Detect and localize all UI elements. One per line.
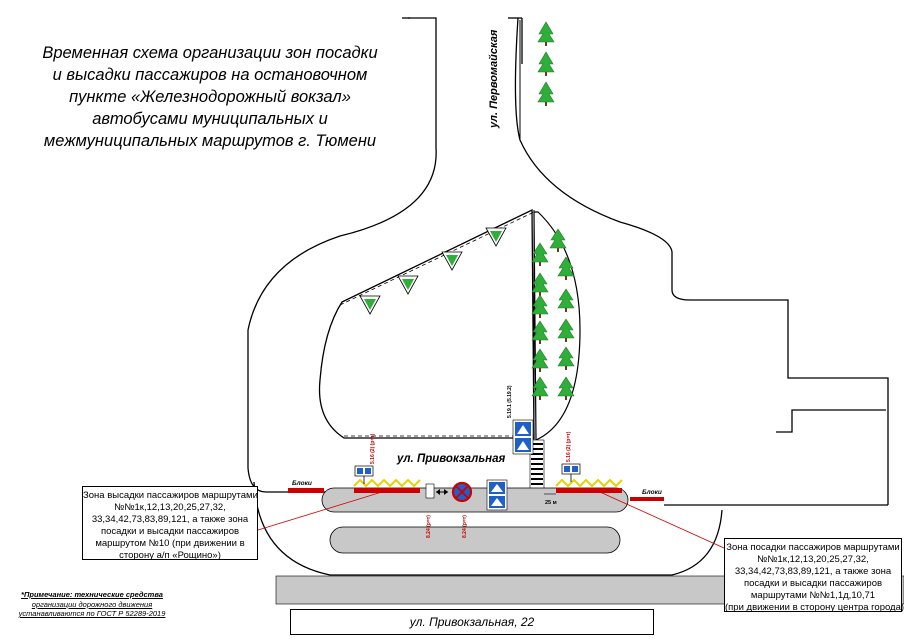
trees-island [531,228,575,400]
pedestrian-crossing-sign-low [486,479,508,511]
callout-line: маршрутом №10 (при движении в [95,538,245,549]
callout-line: №№1к,12,13,20,25,27,32, [114,502,226,513]
road-outline [247,17,889,576]
pedestrian-crossing [529,439,545,493]
red-zone-left [354,488,420,493]
blocks-left [288,488,324,493]
callout-line: посадки и высадки пассажиров [743,578,883,589]
label-sign-right: 5.16 (2) (р=т) [566,431,572,462]
pedestrian-crossing-sign-high [512,419,534,455]
title-line: межмуниципальных маршрутов г. Тюмени [43,132,377,150]
street-label-pervomayskaya: ул. Первомайская [488,29,500,128]
note-line: *Примечание: технические средства [21,590,163,599]
no-stopping-sign [451,481,473,503]
title-line: и высадки пассажиров на остановочном [52,66,368,84]
callout-line: Зона высадки пассажиров маршрутами [83,490,258,501]
title-line: Временная схема организации зон посадки [42,44,378,62]
callout-line: 33,34,42,73,83,89,121, а также зона [734,566,892,577]
label-bloki-right: Блоки [642,489,662,496]
title-line: пункте «Железнодорожный вокзал» [69,88,351,106]
trees-top [537,21,555,106]
yield-signs-diagonal [359,227,507,315]
bus-stop-sign-right [561,463,581,482]
callout-drop-off-zone: Зона высадки пассажиров маршрутами №№1к,… [82,486,258,561]
label-sign-524b: 8.24 (р=т) [462,515,468,538]
callout-line: 33,34,42,73,83,89,121, а также зона [91,514,249,525]
red-zone-right [556,488,622,493]
diagram-title: Временная схема организации зон посадки … [14,42,406,152]
address-label: ул. Привокзальная, 22 [290,609,654,635]
label-sign-524: 8.24 (р=т) [426,515,432,538]
zigzag-right [555,478,623,488]
street-label-privokzalnaya: ул. Привокзальная [397,453,506,465]
label-bloki-left: Блоки [292,480,312,487]
callout-line: (при движении в сторону центра города) [725,602,904,613]
arrow-sign [425,483,448,499]
callout-line: маршрутами №№1,1д,10,71 [750,590,876,601]
label-sign-519: 5.19.1 (5.19.2) [507,385,513,418]
leader-left [257,491,383,531]
bus-stop-sign-left [354,465,374,484]
blocks-right [630,497,664,501]
leader-right [599,491,725,549]
label-distance: 25 м [545,500,557,506]
median-strip [329,526,621,554]
note-line: организации дорожного движения [31,599,153,609]
zigzag-left [353,478,421,488]
note-line: устанавливаются по ГОСТ Р 52289-2019 [18,609,166,618]
title-line: автобусами муниципальных и [92,110,328,128]
callout-line: сторону а/п «Рощино») [119,550,221,561]
callout-line: посадки и высадки пассажиров [100,526,240,537]
footnote: *Примечание: технические средства органи… [10,590,174,619]
callout-line: Зона посадки пассажиров маршрутами [726,542,900,553]
callout-line: №№1к,12,13,20,25,27,32, [757,554,869,565]
label-sign-left: 5.16 (2) (р=т) [370,433,376,464]
callout-boarding-zone: Зона посадки пассажиров маршрутами №№1к,… [724,538,904,613]
